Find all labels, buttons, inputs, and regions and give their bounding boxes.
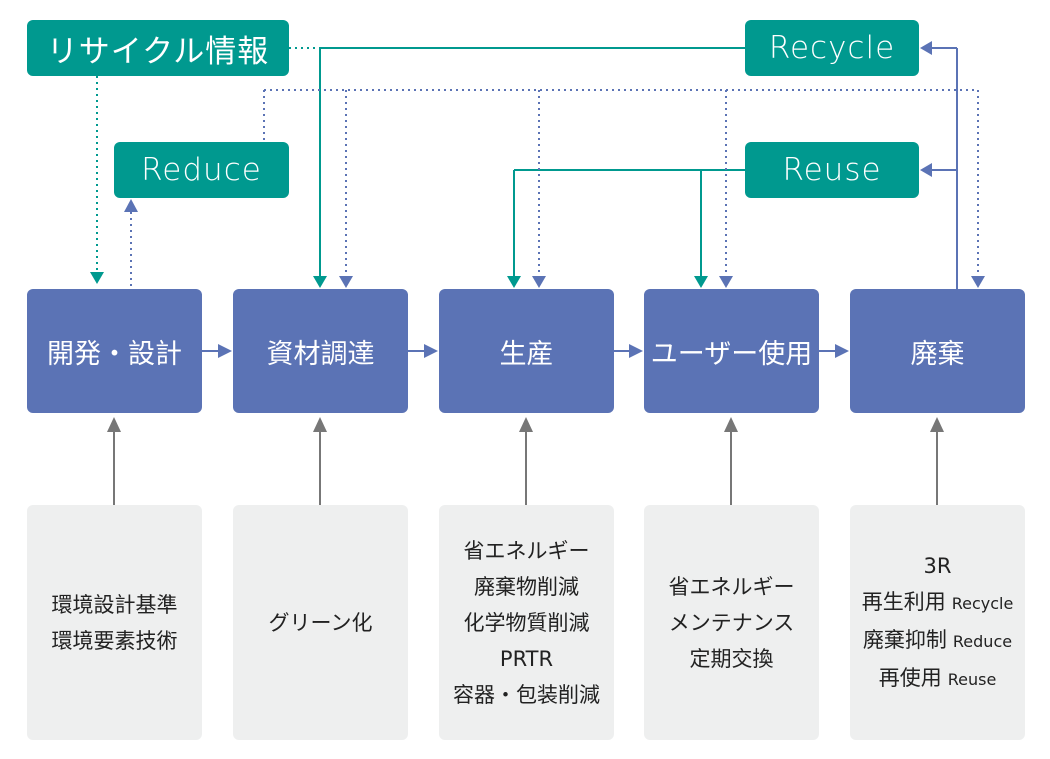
note-development: 環境設計基準 環境要素技術	[27, 505, 202, 740]
note-en: Reuse	[947, 669, 997, 689]
stage-user-use: ユーザー使用	[644, 289, 819, 413]
note-line: 化学物質削減	[463, 610, 590, 635]
reuse-box: Reuse	[745, 142, 919, 198]
note-line: 廃棄物削減	[474, 574, 579, 599]
stage-procurement: 資材調達	[233, 289, 408, 413]
reduce-label: Reduce	[141, 152, 262, 188]
stage-arrowheads	[218, 344, 849, 358]
note-line: 環境要素技術	[51, 628, 178, 653]
note-procurement: グリーン化	[233, 505, 408, 740]
reduce-box: Reduce	[114, 142, 289, 198]
note-jp: 再生利用	[861, 589, 946, 614]
stage-label: 生産	[499, 338, 554, 370]
reduce-dotted-lines	[130, 89, 979, 289]
note-line: 省エネルギー	[463, 538, 590, 563]
stage-label: 開発・設計	[47, 338, 182, 370]
note-line: 定期交換	[689, 646, 774, 671]
note-line: PRTR	[499, 646, 554, 671]
note-line: 省エネルギー	[668, 574, 795, 599]
note-line: グリーン化	[268, 610, 373, 635]
note-production: 省エネルギー 廃棄物削減 化学物質削減 PRTR 容器・包装削減	[439, 505, 614, 740]
note-line: メンテナンス	[668, 610, 795, 635]
stage-label: ユーザー使用	[650, 338, 813, 370]
recycle-info-box: リサイクル情報	[27, 20, 289, 76]
note-en: Reduce	[952, 631, 1013, 651]
note-jp: 再使用	[878, 665, 942, 690]
note-user-use: 省エネルギー メンテナンス 定期交換	[644, 505, 819, 740]
note-line: 環境設計基準	[51, 592, 178, 617]
teal-arrowheads	[90, 272, 708, 288]
stage-disposal: 廃棄	[850, 289, 1025, 413]
stage-development: 開発・設計	[27, 289, 202, 413]
recycle-info-dotted	[96, 47, 320, 274]
stage-production: 生産	[439, 289, 614, 413]
blue-arrowheads	[124, 41, 985, 288]
note-arrows	[107, 417, 944, 505]
recycle-label: Recycle	[768, 30, 896, 66]
note-line: 容器・包装削減	[453, 682, 600, 707]
stage-label: 廃棄	[910, 338, 965, 370]
note-title: 3R	[923, 553, 952, 578]
note-jp: 廃棄抑制	[862, 627, 947, 652]
recycle-info-label: リサイクル情報	[46, 33, 270, 70]
reuse-label: Reuse	[782, 152, 882, 188]
stage-label: 資材調達	[266, 338, 375, 370]
recycle-flow-lines	[319, 47, 745, 278]
note-en: Recycle	[951, 593, 1014, 613]
recycle-box: Recycle	[745, 20, 919, 76]
